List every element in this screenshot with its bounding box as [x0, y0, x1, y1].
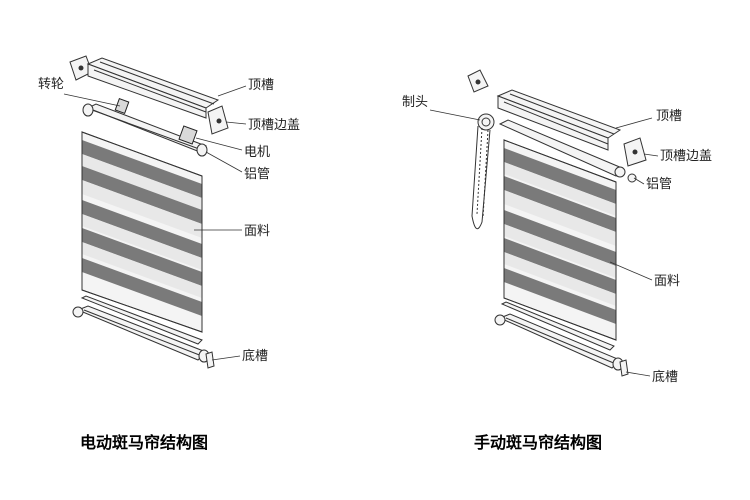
manual-blind-diagram: 制头 顶槽 顶槽边盖 铝管 面料 底槽 手动斑马帘结构图: [402, 69, 712, 452]
caption-electric: 电动斑马帘结构图: [80, 433, 208, 452]
right-label-aluminum-tube: 铝管: [633, 177, 672, 192]
manual-top-groove-end-cover: [623, 137, 647, 167]
fabric-panel: [81, 131, 203, 333]
left-label-roller-wheel: 转轮: [38, 77, 121, 107]
label-roller-wheel: 转轮: [38, 77, 64, 92]
label-aluminum-tube-right: 铝管: [646, 177, 672, 192]
right-label-fabric: 面料: [609, 261, 680, 289]
left-label-aluminum-tube: 铝管: [205, 151, 270, 182]
right-label-top-groove-cover: 顶槽边盖: [643, 149, 712, 164]
manual-bottom-groove: [494, 301, 629, 377]
brake-head-chain: [471, 113, 495, 230]
roller-tube-motor: [82, 98, 208, 157]
right-label-brake-head: 制头: [402, 95, 481, 121]
label-aluminum-tube: 铝管: [244, 167, 270, 182]
label-top-groove-cover: 顶槽边盖: [248, 118, 300, 133]
manual-fabric-panel: [503, 139, 617, 341]
label-top-groove-right: 顶槽: [656, 109, 682, 124]
left-label-top-groove: 顶槽: [217, 78, 274, 97]
label-top-groove: 顶槽: [248, 78, 274, 93]
right-label-bottom-groove: 底槽: [625, 369, 678, 385]
caption-manual: 手动斑马帘结构图: [474, 433, 602, 452]
label-fabric-right: 面料: [654, 274, 680, 289]
manual-top-groove: [496, 89, 622, 151]
left-label-top-groove-cover: 顶槽边盖: [225, 118, 300, 133]
label-bottom-groove-right: 底槽: [652, 369, 678, 385]
left-label-motor: 电机: [195, 137, 270, 160]
label-bottom-groove: 底槽: [242, 348, 268, 364]
label-motor: 电机: [244, 145, 270, 160]
right-bracket: [467, 69, 489, 93]
label-brake-head: 制头: [402, 95, 428, 110]
left-label-bottom-groove: 底槽: [211, 348, 268, 364]
top-groove-headrail: [86, 57, 220, 119]
label-top-groove-cover-right: 顶槽边盖: [660, 149, 712, 164]
manual-aluminum-tube: [498, 119, 637, 183]
electric-blind-diagram: 转轮 顶槽 顶槽边盖 电机 铝管 面料 底槽 电动斑马帘结构图: [38, 55, 300, 452]
right-label-top-groove: 顶槽: [615, 109, 682, 129]
left-label-fabric: 面料: [194, 224, 270, 239]
bottom-groove-assembly: [72, 295, 215, 369]
top-groove-end-cover: [207, 105, 229, 135]
label-fabric: 面料: [244, 224, 270, 239]
